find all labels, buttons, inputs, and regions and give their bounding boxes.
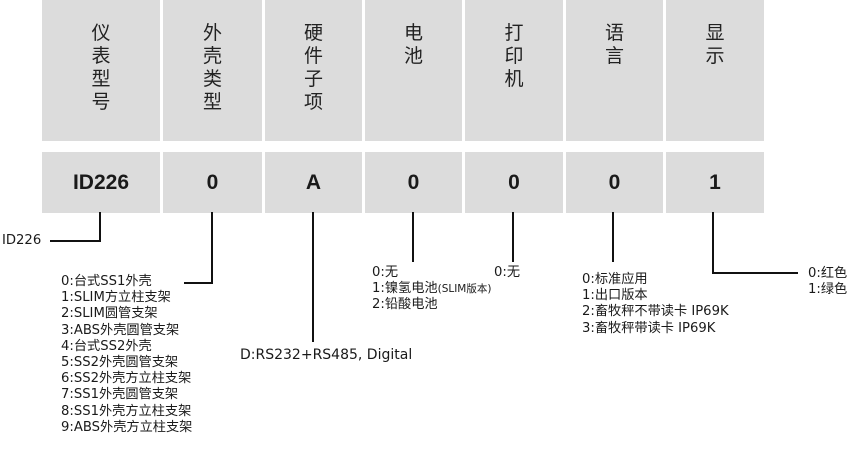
- value-language: 0: [566, 152, 663, 213]
- connector-model-horizontal: [50, 240, 101, 242]
- housing-option: 0:台式SS1外壳: [61, 274, 152, 289]
- header-housing: 外 壳 类 型: [163, 0, 262, 141]
- language-options-list: 0:标准应用 1:出口版本 2:畜牧秤不带读卡 IP69K 3:畜牧秤带读卡 I…: [582, 272, 729, 337]
- battery-option-1: 1:镍氢电池(SLIM版本): [372, 281, 491, 297]
- value-housing: 0: [163, 152, 262, 213]
- header-display-label: 显 示: [705, 22, 725, 67]
- connector-battery-vertical: [412, 212, 414, 262]
- connector-printer-vertical: [512, 212, 514, 262]
- battery-option-1-note: (SLIM版本): [437, 283, 492, 296]
- value-display: 1: [666, 152, 764, 213]
- value-model: ID226: [42, 152, 160, 213]
- housing-option: 7:SS1外壳圆管支架: [61, 387, 179, 403]
- battery-option-0: 0:无: [372, 265, 399, 280]
- header-printer: 打 印 机: [465, 0, 563, 141]
- value-battery-text: 0: [407, 171, 420, 194]
- language-option: 0:标准应用: [582, 272, 648, 287]
- value-printer: 0: [465, 152, 563, 213]
- housing-option: 2:SLIM圆管支架: [61, 306, 158, 322]
- connector-housing-horizontal: [184, 282, 213, 284]
- housing-options-list: 0:台式SS1外壳 1:SLIM方立柱支架 2:SLIM圆管支架 3:ABS外壳…: [61, 274, 192, 436]
- connector-hardware-vertical: [312, 212, 314, 342]
- housing-option: 9:ABS外壳方立柱支架: [61, 419, 193, 435]
- value-hardware-text: A: [305, 171, 322, 194]
- header-housing-label: 外 壳 类 型: [202, 22, 222, 113]
- housing-option: 8:SS1外壳方立柱支架: [61, 403, 192, 419]
- display-option: 1:绿色: [808, 282, 848, 298]
- header-language: 语 言: [566, 0, 663, 141]
- header-battery-label: 电 池: [403, 22, 423, 67]
- header-language-label: 语 言: [604, 22, 624, 67]
- value-battery: 0: [365, 152, 462, 213]
- connector-model-vertical: [99, 212, 101, 242]
- battery-option-2: 2:铅酸电池: [372, 297, 438, 313]
- housing-option: 4:台式SS2外壳: [61, 338, 152, 354]
- connector-display-horizontal: [712, 272, 798, 274]
- housing-option: 5:SS2外壳圆管支架: [61, 355, 179, 371]
- connector-display-vertical: [712, 212, 714, 274]
- value-housing-text: 0: [206, 171, 219, 194]
- value-printer-text: 0: [508, 171, 520, 194]
- connector-language-vertical: [612, 212, 614, 262]
- language-option: 2:畜牧秤不带读卡 IP69K: [582, 304, 729, 320]
- value-display-text: 1: [709, 171, 721, 194]
- housing-option: 6:SS2外壳方立柱支架: [61, 371, 192, 387]
- hardware-option: D:RS232+RS485, Digital: [240, 347, 413, 363]
- value-model-text: ID226: [72, 171, 130, 194]
- housing-option: 1:SLIM方立柱支架: [61, 290, 171, 306]
- header-hardware: 硬 件 子 项: [265, 0, 362, 141]
- battery-option-1-label: 1:镍氢电池: [372, 281, 438, 297]
- header-hardware-label: 硬 件 子 项: [303, 22, 323, 113]
- value-hardware: A: [265, 152, 362, 213]
- housing-option: 3:ABS外壳圆管支架: [61, 322, 180, 338]
- header-model: 仪 表 型 号: [42, 0, 160, 141]
- header-battery: 电 池: [365, 0, 462, 141]
- language-option: 1:出口版本: [582, 288, 648, 304]
- header-printer-label: 打 印 机: [504, 22, 524, 90]
- value-language-text: 0: [608, 171, 621, 194]
- display-options-list: 0:红色 1:绿色: [808, 266, 847, 298]
- language-option: 3:畜牧秤带读卡 IP69K: [582, 320, 716, 336]
- display-option: 0:红色: [808, 266, 848, 281]
- header-model-label: 仪 表 型 号: [91, 22, 111, 113]
- header-display: 显 示: [666, 0, 764, 141]
- printer-option: 0:无: [494, 265, 521, 280]
- battery-options-list: 0:无 1:镍氢电池(SLIM版本) 2:铅酸电池: [372, 265, 491, 314]
- connector-housing-vertical: [211, 212, 213, 284]
- model-annotation: ID226: [2, 233, 42, 248]
